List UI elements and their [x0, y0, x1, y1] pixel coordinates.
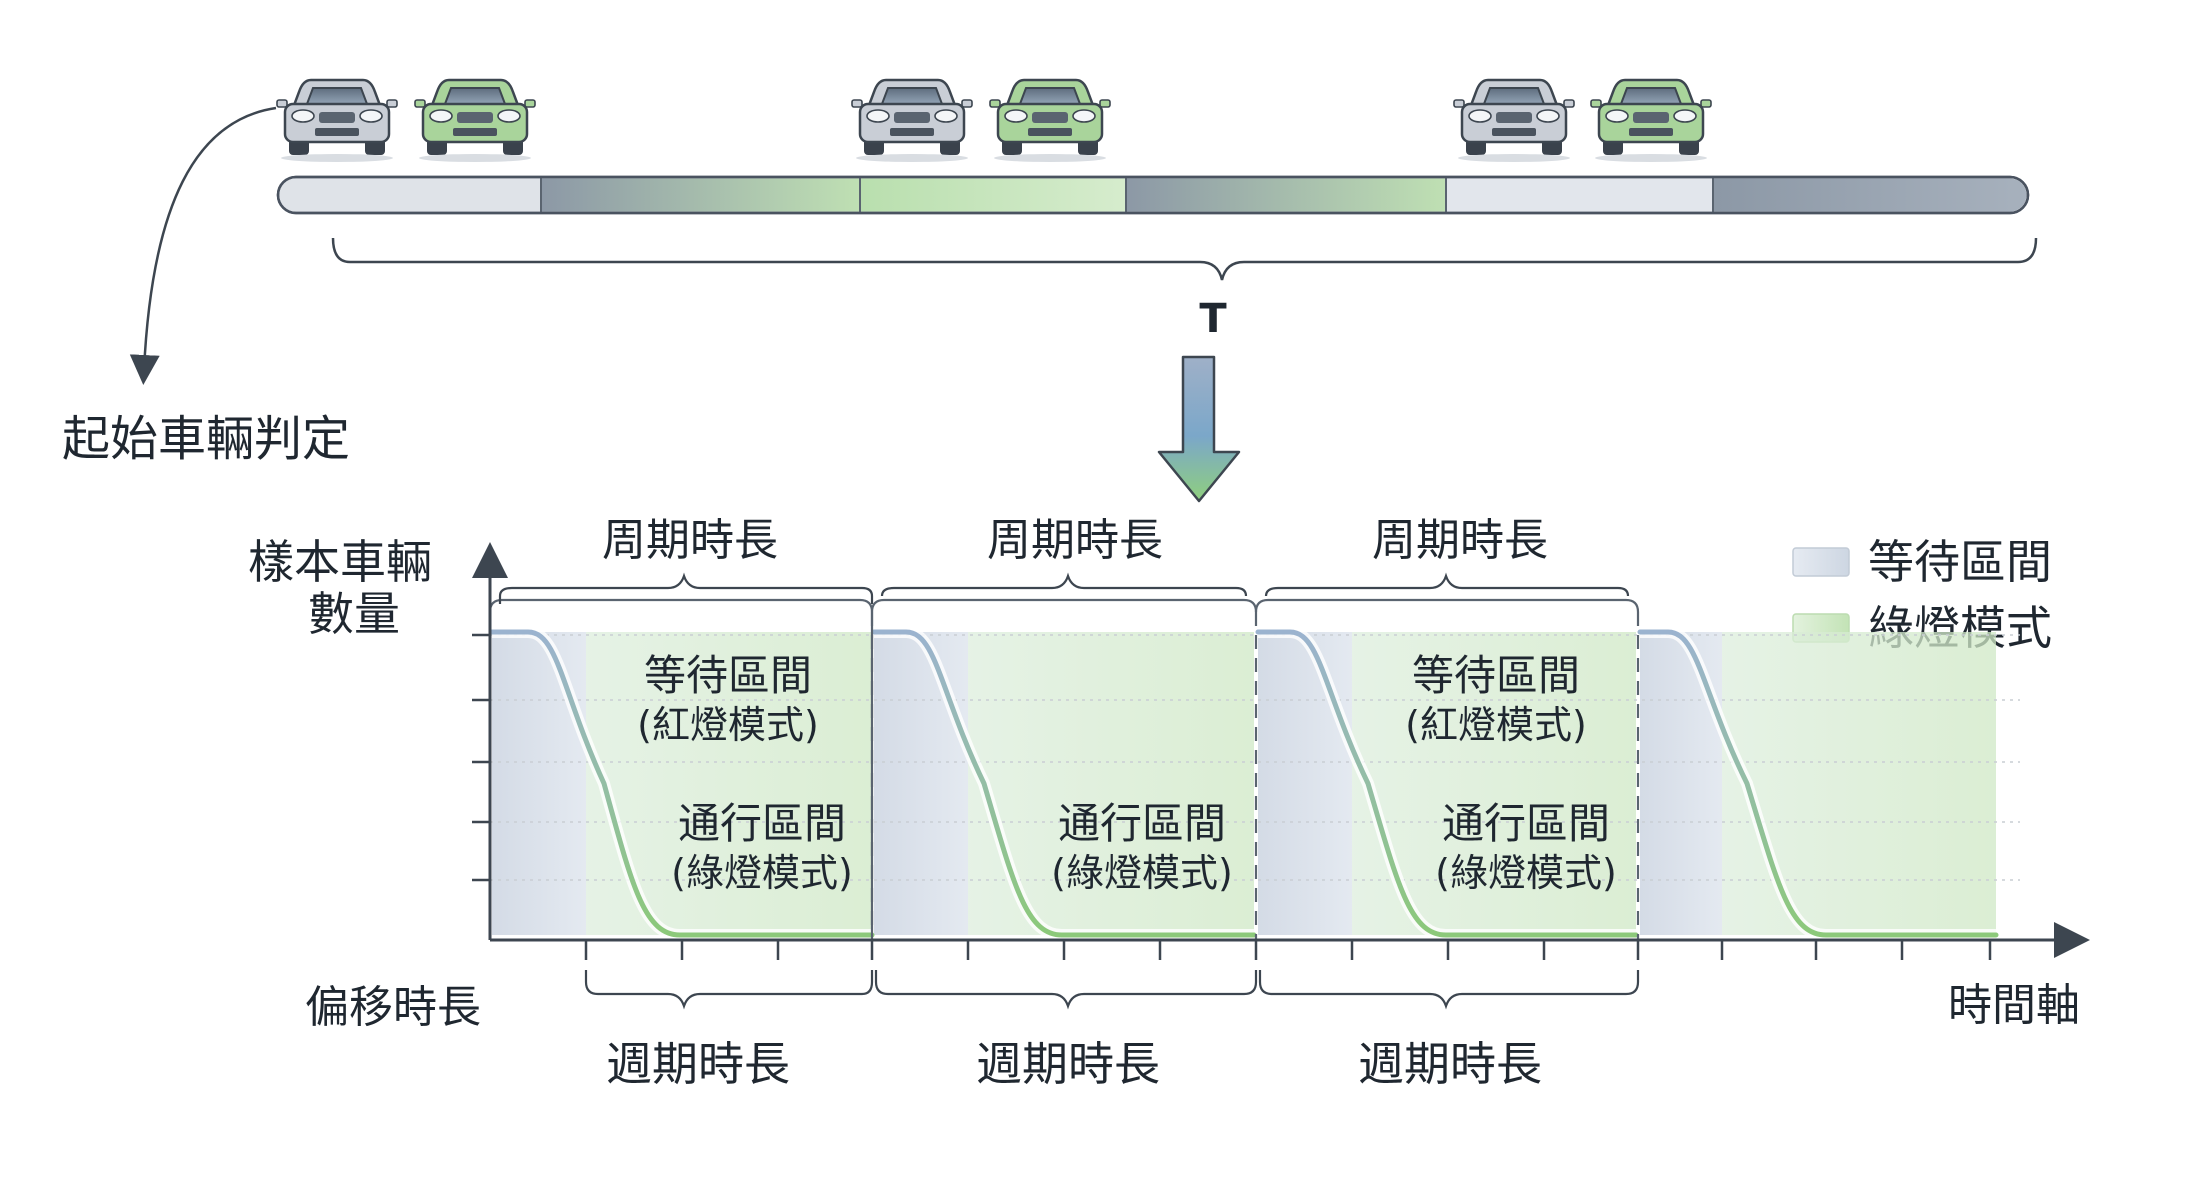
legend-swatch-wait [1792, 547, 1850, 577]
wait-zone-title: 等待區間 [644, 651, 812, 700]
period-brace-top [331, 237, 2038, 281]
bottom-period-braces [584, 970, 1640, 1010]
y-ticks [472, 633, 490, 882]
sample-count-curve [1255, 629, 1639, 938]
green-car-icon [989, 78, 1111, 162]
x-ticks [584, 940, 1992, 960]
timeline-segment [1713, 178, 2027, 212]
pass-zone-title: 通行區間 [678, 799, 846, 848]
timeline-segment [541, 178, 860, 212]
x-axis-label: 時間軸 [1948, 980, 2080, 1031]
y-axis-label-line2: 數量 [308, 587, 400, 641]
bottom-period-label: 週期時長 [976, 1037, 1160, 1091]
green-zone-fill [1722, 632, 1996, 935]
legend-label-wait: 等待區間 [1868, 535, 2052, 589]
top-period-braces [498, 572, 1630, 604]
timeline-segment [1126, 178, 1446, 212]
top-period-label: 周期時長 [1372, 515, 1548, 566]
start-pointer-arrow [129, 106, 277, 385]
sample-count-chart [472, 542, 2090, 960]
wait-zone-fill [874, 632, 968, 935]
y-axis-label-line1: 樣本車輛 [248, 535, 432, 589]
wait-zone-title: 等待區間 [1412, 651, 1580, 700]
gridlines [490, 634, 2020, 881]
wait-zone-fill [1258, 632, 1352, 935]
cycle-dividers [870, 612, 1640, 940]
wait-zone-subtitle: (紅燈模式) [637, 703, 819, 747]
gray-car-icon [851, 78, 973, 162]
green-car-icon [1590, 78, 1712, 162]
pass-zone-subtitle: (綠燈模式) [1051, 851, 1233, 895]
top-period-label: 周期時長 [987, 515, 1163, 566]
top-period-label: 周期時長 [602, 515, 778, 566]
pass-zone-subtitle: (綠燈模式) [1435, 851, 1617, 895]
sample-count-curve [489, 629, 875, 938]
timeline-segment [860, 178, 1126, 212]
car-row [276, 78, 1712, 162]
wait-zone-fill [492, 632, 586, 935]
offset-label: 偏移時長 [305, 982, 481, 1033]
period-symbol: T [1199, 296, 1227, 342]
bottom-period-label: 週期時長 [1358, 1037, 1542, 1091]
green-car-icon [414, 78, 536, 162]
pass-zone-subtitle: (綠燈模式) [671, 851, 853, 895]
sample-count-curve [1637, 629, 1999, 938]
pass-zone-title: 通行區間 [1058, 799, 1226, 848]
wait-zone-subtitle: (紅燈模式) [1405, 703, 1587, 747]
down-arrow-icon [1157, 355, 1241, 503]
timeline-bar [276, 175, 2030, 215]
sample-count-curve [871, 629, 1257, 938]
start-vehicle-label: 起始車輛判定 [62, 411, 350, 467]
pass-zone-title: 通行區間 [1442, 799, 1610, 848]
gray-car-icon [1453, 78, 1575, 162]
bottom-period-label: 週期時長 [606, 1037, 790, 1091]
gray-car-icon [276, 78, 398, 162]
timeline-segment [1446, 178, 1713, 212]
